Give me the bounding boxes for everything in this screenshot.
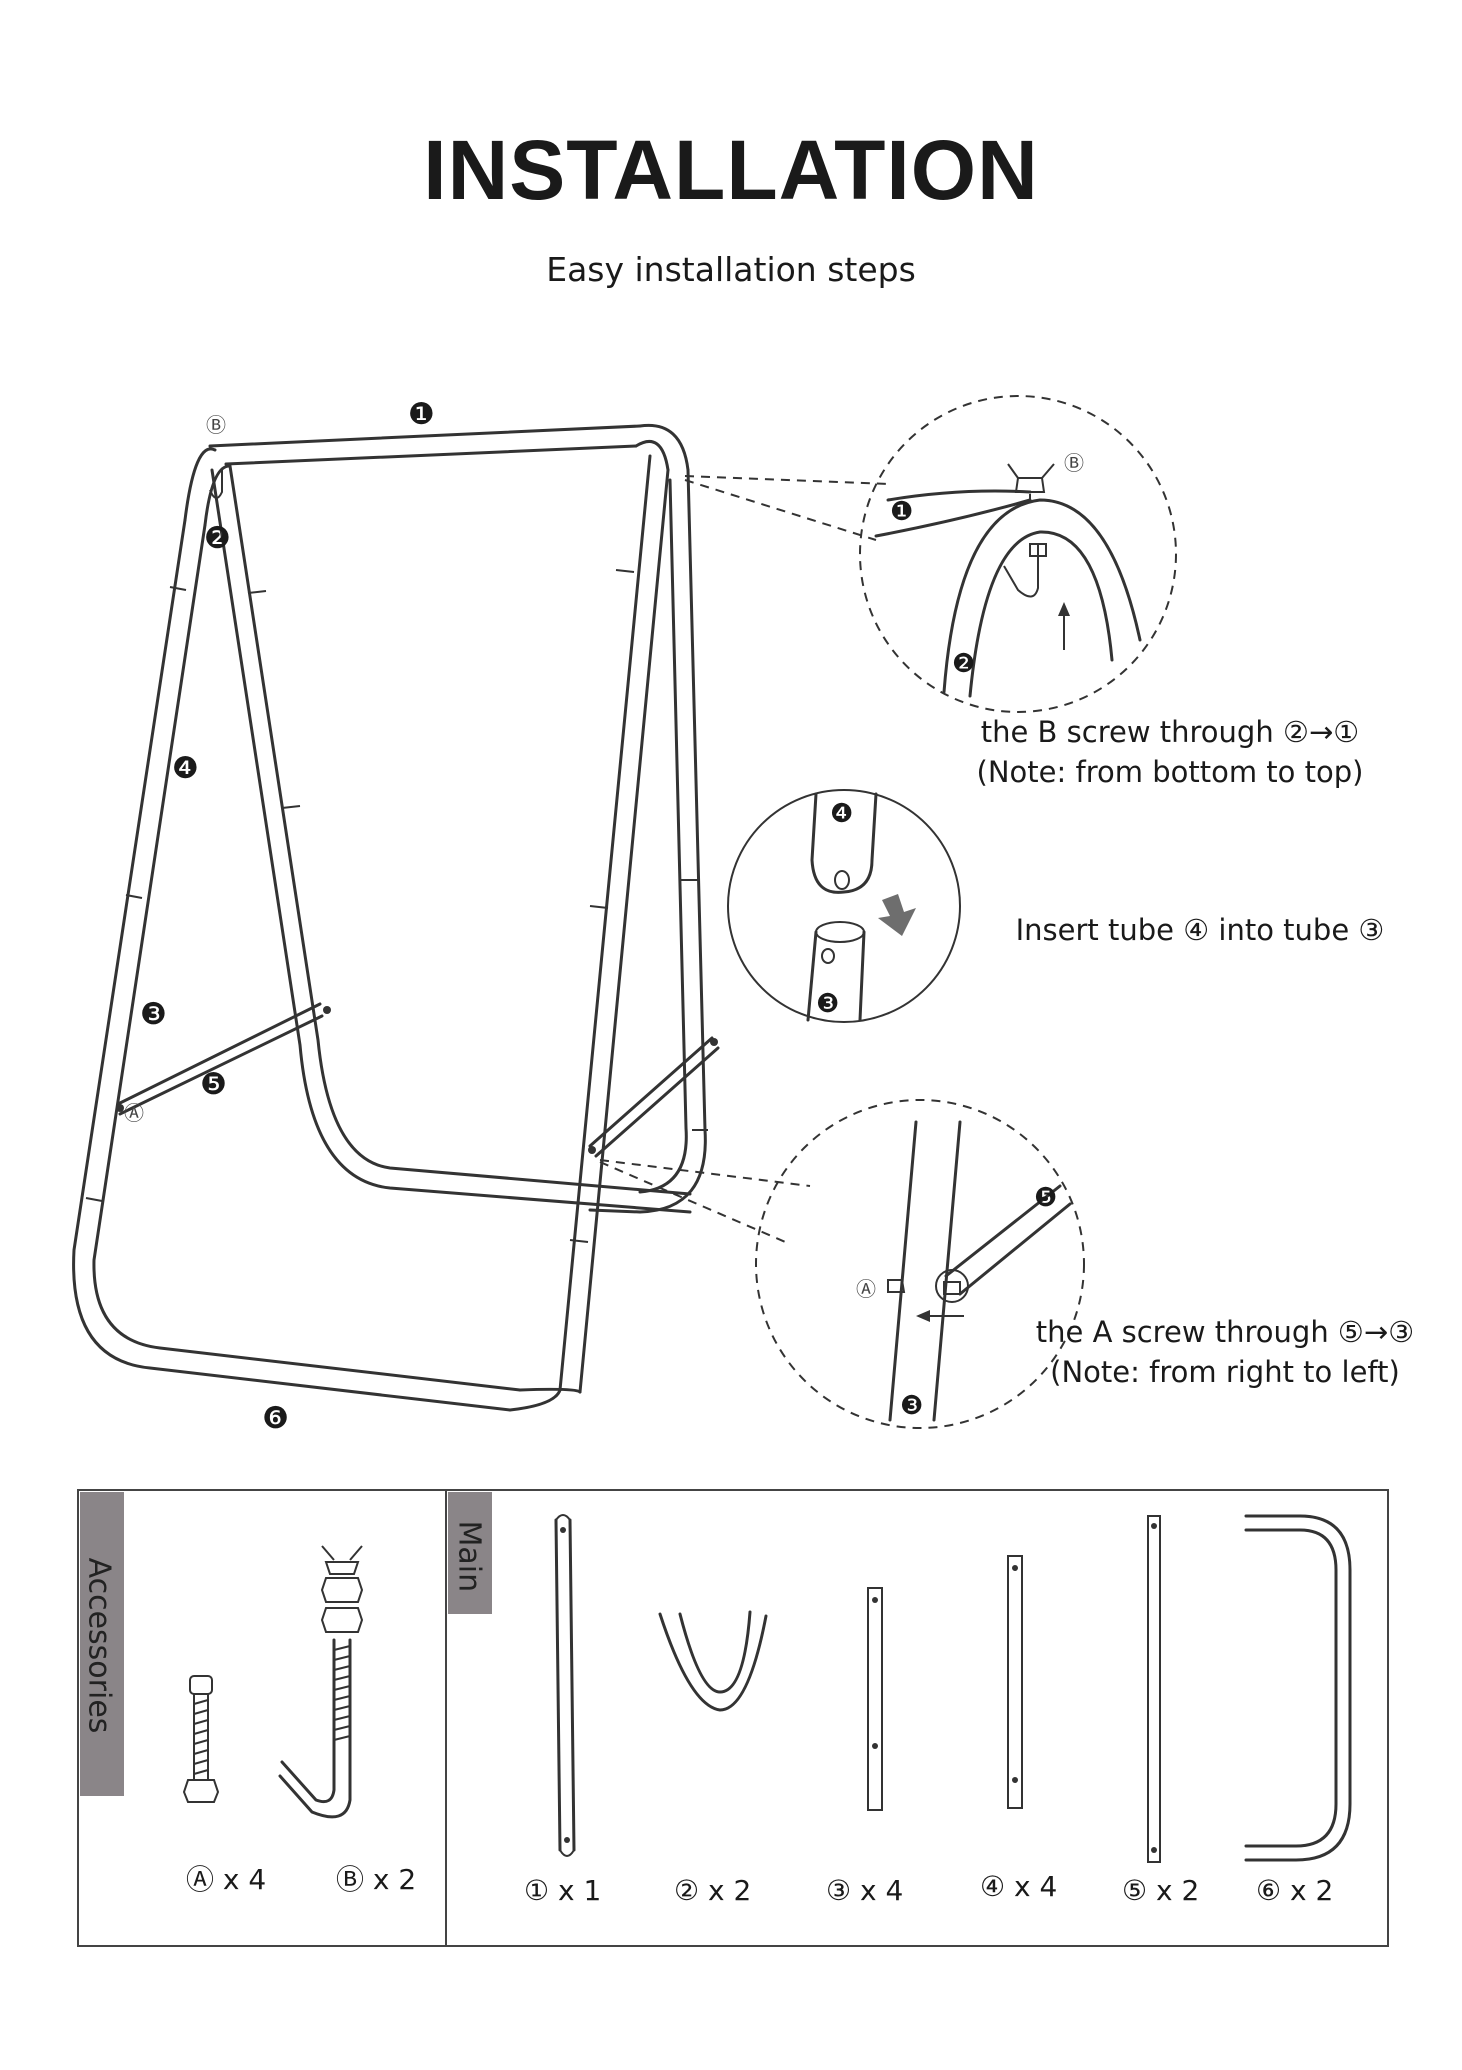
part-label-4: ❹ (172, 751, 199, 786)
left-back-leg-inner (210, 468, 692, 1214)
screw-a-label-frame: Ⓐ (124, 1101, 144, 1125)
right-back-leg-outer (588, 468, 707, 1214)
detail-top: ❶ ❷ Ⓑ (684, 395, 1177, 713)
detail-bottom-label-5: ❺ (1034, 1183, 1057, 1213)
accessories-tab (80, 1492, 124, 1796)
part-label-6: ❻ (262, 1401, 289, 1436)
top-bar (208, 424, 642, 448)
right-front-leg-inner (578, 468, 670, 1394)
part-5-drawing (1147, 1515, 1161, 1863)
detail-top-label-2: ❷ (952, 649, 975, 679)
step-insert-tube-note: Insert tube ④ into tube ③ (990, 910, 1410, 950)
qty-6: ⑥ x 2 (1256, 1874, 1334, 1907)
insert-arrow-icon (878, 894, 916, 936)
part-2-drawing (658, 1610, 768, 1712)
page-title: INSTALLATION (423, 123, 1039, 217)
top-bar-lower (224, 444, 638, 466)
detail-top-label-1: ❶ (890, 497, 913, 527)
accessory-b-drawing (278, 1545, 364, 1819)
accessory-a-drawing (182, 1675, 220, 1803)
step-insert-tube-line1: Insert tube ④ into tube ③ (1015, 913, 1385, 947)
part-4-drawing (1007, 1555, 1023, 1809)
left-brace (116, 1002, 322, 1106)
detail-mid-label-3: ❸ (816, 989, 839, 1019)
part-label-5: ❺ (200, 1067, 227, 1102)
bottom-u-right (508, 1388, 562, 1412)
detail-top-label-b: Ⓑ (1064, 451, 1084, 475)
right-apex-outer (634, 440, 670, 472)
main-tab (448, 1492, 492, 1614)
qty-5: ⑤ x 2 (1122, 1874, 1200, 1907)
left-apex-outer (183, 447, 217, 522)
detail-mid-label-4: ❹ (830, 799, 853, 829)
part-3-drawing (867, 1587, 883, 1811)
left-apex-inner (203, 464, 232, 527)
step-b-screw-line2: (Note: from bottom to top) (976, 755, 1364, 789)
part-1-drawing (554, 1514, 576, 1857)
step-b-screw-line1: the B screw through ②→① (980, 715, 1360, 749)
bottom-u-right-inner (518, 1387, 582, 1394)
detail-middle: ❹ ❸ (727, 789, 961, 1023)
qty-b: Ⓑ x 2 (336, 1863, 417, 1896)
hook-b-drawing (209, 470, 223, 499)
qty-2: ② x 2 (674, 1874, 752, 1907)
step-a-screw-note: the A screw through ⑤→③ (Note: from righ… (1000, 1312, 1450, 1392)
part-label-3: ❸ (140, 997, 167, 1032)
left-leg-inner (92, 523, 522, 1392)
qty-1: ① x 1 (524, 1874, 602, 1907)
right-front-leg-outer (558, 454, 652, 1392)
right-brace (588, 1036, 714, 1148)
part-6-drawing (1244, 1514, 1352, 1862)
left-leg-outer (72, 518, 512, 1412)
part-label-1: ❶ (408, 397, 435, 432)
right-brace-2 (594, 1046, 720, 1158)
detail-bottom-label-a: Ⓐ (856, 1277, 876, 1301)
right-back-leg-inner (638, 478, 688, 1194)
frame-drawing: Ⓑ Ⓐ ❶ ❷ ❹ ❸ ❺ ❻ (72, 397, 720, 1436)
right-apex-inner (638, 423, 690, 472)
page-subtitle: Easy installation steps (546, 250, 916, 289)
qty-3: ③ x 4 (826, 1874, 904, 1907)
step-b-screw-note: the B screw through ②→① (Note: from bott… (930, 712, 1410, 792)
step-a-screw-line2: (Note: from right to left) (1050, 1355, 1400, 1389)
screw-b-label-frame: Ⓑ (206, 413, 226, 437)
step-a-screw-line1: the A screw through ⑤→③ (1035, 1315, 1415, 1349)
part-label-2: ❷ (204, 521, 231, 556)
left-back-leg-outer (228, 464, 692, 1196)
parts-table (77, 1489, 1389, 1947)
detail-bottom-label-3: ❸ (900, 1391, 923, 1421)
main-tab-label: Main (451, 1520, 487, 1593)
qty-4: ④ x 4 (980, 1870, 1058, 1903)
qty-a: Ⓐ x 4 (186, 1863, 267, 1896)
detail-bottom: ❺ ❸ Ⓐ (599, 1099, 1085, 1429)
left-brace-2 (118, 1014, 324, 1116)
accessories-tab-label: Accessories (81, 1557, 117, 1734)
